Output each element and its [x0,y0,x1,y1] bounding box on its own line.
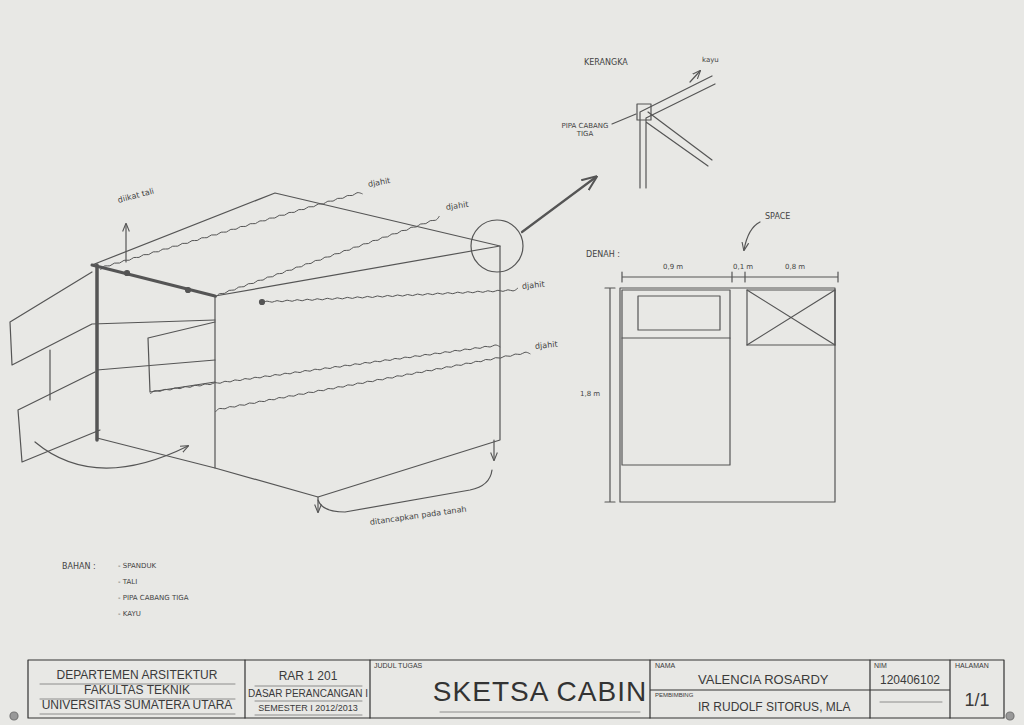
title-block-cell: DASAR PERANCANGAN I [248,688,368,700]
material-item: - SPANDUK [118,562,156,570]
flap-lower-left [18,372,100,462]
title-block-caption: JUDUL TUGAS [374,662,422,670]
bed [622,290,730,465]
note-label: djahit [445,200,469,212]
title-block-caption: PEMBIMBING [655,692,693,699]
stake-arrow [493,440,494,460]
stitch-seam [215,352,530,412]
dimension-label: 1,8 m [580,390,600,398]
title-block-cell: DEPARTEMEN ARSITEKTUR [57,669,218,683]
dimension-label: 0,9 m [663,263,683,271]
material-item: - PIPA CABANG TIGA [118,594,189,602]
stitch-seam [150,345,500,394]
storage-box [747,290,835,345]
stitch-seam [216,216,440,298]
dimension-line [622,272,838,282]
detail-circle [471,220,523,272]
flap-inner [50,350,215,400]
rotation-arrow [35,442,188,468]
pin [1006,712,1014,720]
part-label: PIPA CABANG TIGA [556,122,614,138]
title-block-caption: NAMA [655,662,675,670]
pillow [638,296,720,330]
title-block-cell: SEMESTER I 2012/2013 [258,703,358,713]
title-block-cell: 1/1 [964,690,989,711]
dimension-line [605,288,615,502]
title-block-divider [245,660,950,718]
rod [92,265,215,296]
plan-heading: DENAH : [586,250,620,259]
note-label: djahit [522,280,545,292]
cabin-top [92,193,500,296]
title-block [28,660,1004,718]
pole [95,265,99,440]
note-label: ditancapkan pada tanah [369,504,467,527]
storage-cross [747,290,835,345]
bed-line [622,337,730,338]
material-item: - TALI [118,578,137,586]
joint-dot [186,288,191,293]
dimension-label: 0,1 m [733,263,753,271]
cabin-side [97,438,215,468]
leader-arrow [744,222,760,250]
flap-upper-left [10,272,215,365]
stake-arrow [317,497,318,512]
note-label: djahit [367,176,391,189]
flap-middle [148,322,215,392]
cabin-front [215,246,500,497]
leader-arrow [690,71,700,82]
title-block-cell: 120406102 [880,674,940,688]
material-item: - KAYU [118,610,141,618]
plan-outline [620,288,835,502]
frame-note: KERANGKA [584,58,628,67]
title-block-caption: NIM [874,662,887,670]
pin [10,712,18,720]
title-block-cell: FAKULTAS TEKNIK [84,684,190,698]
title-block-cell: VALENCIA ROSARDY [698,673,829,688]
plan-note: SPACE [765,212,790,221]
note-label: djahit [535,340,558,352]
title-block-cell: RAR 1 201 [279,670,338,684]
drawing-title: SKETSA CABIN [433,676,647,708]
pipe-joint [637,104,651,120]
dimension-label: 0,8 m [785,263,805,271]
title-block-cell: UNIVERSITAS SUMATERA UTARA [42,699,233,713]
materials-heading: BAHAN : [62,562,96,571]
joint-dot [125,271,130,276]
title-block-caption: HALAMAN [955,662,989,670]
leader-arrow [125,224,126,262]
note-label: diikat tali [117,187,155,205]
pipe-frame [640,76,715,188]
part-label: kayu [702,56,719,64]
leader-line [612,114,636,124]
title-block-cell: IR RUDOLF SITORUS, MLA [698,701,850,715]
stitch-seam [262,288,518,304]
detail-arrow [522,177,596,232]
